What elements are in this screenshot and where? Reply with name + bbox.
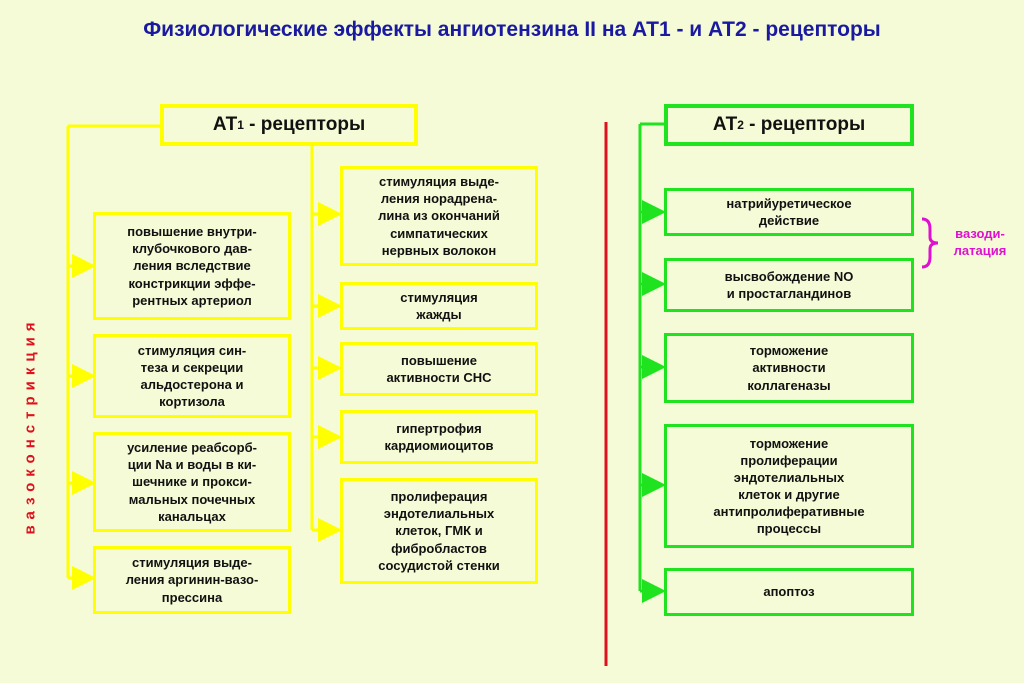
at1-effect-sns-activity: повышение активности СНС xyxy=(340,342,538,396)
at1-effect-noradrenaline: стимуляция выде- ления норадрена- лина и… xyxy=(340,166,538,266)
at1-effect-proliferation: пролиферация эндотелиальных клеток, ГМК … xyxy=(340,478,538,584)
at1-effect-sodium-reabsorption: усиление реабсорб- ции Na и воды в ки- ш… xyxy=(93,432,291,532)
vasoconstriction-label: вазоконстрикция xyxy=(21,315,39,535)
at1-effect-thirst: стимуляция жажды xyxy=(340,282,538,330)
vasodilation-brace xyxy=(921,217,939,269)
at2-effect-natriuretic: натрийуретическое действие xyxy=(664,188,914,236)
at2-effect-antiproliferative: торможение пролиферации эндотелиальных к… xyxy=(664,424,914,548)
at1-effect-intraglomerular-pressure: повышение внутри- клубочкового дав- лени… xyxy=(93,212,291,320)
page-title: Физиологические эффекты ангиотензина II … xyxy=(143,18,881,41)
at2-effect-collagenase-inhibition: торможение активности коллагеназы xyxy=(664,333,914,403)
at1-effect-vasopressin: стимуляция выде- ления аргинин-вазо- пре… xyxy=(93,546,291,614)
at2-effect-apoptosis: апоптоз xyxy=(664,568,914,616)
vasodilation-label: вазоди- латация xyxy=(953,226,1007,258)
at1-effect-aldosterone-cortisol: стимуляция син- теза и секреции альдосте… xyxy=(93,334,291,418)
at1-effect-cardiomyocyte-hypertrophy: гипертрофия кардиомиоцитов xyxy=(340,410,538,464)
at2-effect-no-prostaglandins: высвобождение NO и простагландинов xyxy=(664,258,914,312)
